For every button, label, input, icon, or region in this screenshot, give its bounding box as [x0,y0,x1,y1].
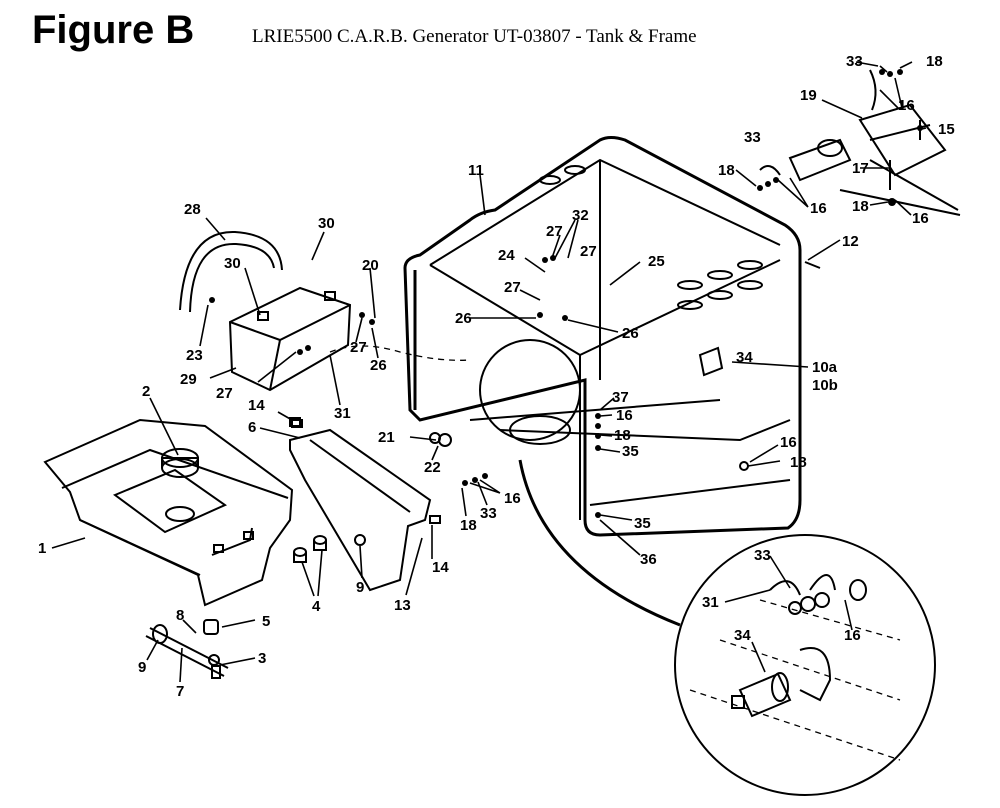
callout-28: 28 [184,201,201,218]
callout-9a: 9 [138,659,146,676]
fasteners [209,255,821,518]
callout-33c: 33 [480,505,497,522]
callout-24: 24 [498,247,515,264]
callout-2: 2 [142,383,150,400]
callout-23: 23 [186,347,203,364]
callout-16f: 16 [780,434,797,451]
callout-14a: 14 [248,397,265,414]
callout-33b: 33 [744,129,761,146]
figure-title: Figure B [32,8,195,52]
callout-16a: 16 [898,97,915,114]
fuel-tank [43,418,294,607]
callout-35b: 35 [634,515,651,532]
callout-9b: 9 [356,579,364,596]
callout-33a: 33 [846,53,863,70]
fuel-tank-bracket [289,419,441,592]
callout-15: 15 [938,121,955,138]
callout-33d: 33 [754,547,771,564]
callout-30a: 30 [224,255,241,272]
callout-16e: 16 [616,407,633,424]
callout-3: 3 [258,650,266,667]
callout-31a: 31 [334,405,351,422]
callout-34b: 34 [734,627,751,644]
callout-4: 4 [312,598,321,615]
callout-19: 19 [800,87,817,104]
callout-32: 32 [572,207,589,224]
callout-18a: 18 [926,53,943,70]
callout-27d: 27 [350,339,367,356]
callout-6: 6 [248,419,256,436]
callout-16c: 16 [912,210,929,227]
callout-18c: 18 [852,198,869,215]
callout-27a: 27 [546,223,563,240]
generator-frame [403,136,802,537]
callout-labels: 1 2 3 4 5 6 7 8 9 9 10a 10b 11 12 13 14 … [38,53,955,700]
callout-10a: 10a [812,359,838,376]
callout-26b: 26 [622,325,639,342]
detail-inset [674,534,936,796]
callout-30b: 30 [318,215,335,232]
callout-27b: 27 [580,243,597,260]
callout-18f: 18 [790,454,807,471]
callout-20: 20 [362,257,379,274]
callout-22: 22 [424,459,441,476]
callout-29: 29 [180,371,197,388]
callout-16b: 16 [810,200,827,217]
callout-26c: 26 [370,357,387,374]
callout-35a: 35 [622,443,639,460]
callout-18e: 18 [614,427,631,444]
battery [179,230,352,392]
callout-7: 7 [176,683,184,700]
callout-27e: 27 [216,385,233,402]
callout-14b: 14 [432,559,449,576]
callout-21: 21 [378,429,395,446]
callout-13: 13 [394,597,411,614]
callout-8: 8 [176,607,184,624]
rubber-bushings [293,535,327,563]
switch-bracket-assembly [757,69,961,216]
fuel-hose [518,459,681,627]
callout-10b: 10b [812,377,838,394]
callout-12: 12 [842,233,859,250]
callout-17: 17 [852,160,869,177]
callout-36: 36 [640,551,657,568]
callout-37: 37 [612,389,629,406]
fuel-line-dashed [329,345,471,361]
callout-5: 5 [262,613,270,630]
leader-lines [51,61,927,683]
callout-31b: 31 [702,594,719,611]
callout-16g: 16 [844,627,861,644]
callout-27c: 27 [504,279,521,296]
figure-subtitle: LRIE5500 C.A.R.B. Generator UT-03807 - T… [252,26,697,47]
callout-18d: 18 [460,517,477,534]
callout-26a: 26 [455,310,472,327]
callout-16d: 16 [504,490,521,507]
callout-18b: 18 [718,162,735,179]
callout-34a: 34 [736,349,753,366]
fuel-valve-assembly [145,619,229,679]
callout-1: 1 [38,540,46,557]
callout-11: 11 [468,162,484,179]
callout-25: 25 [648,253,665,270]
